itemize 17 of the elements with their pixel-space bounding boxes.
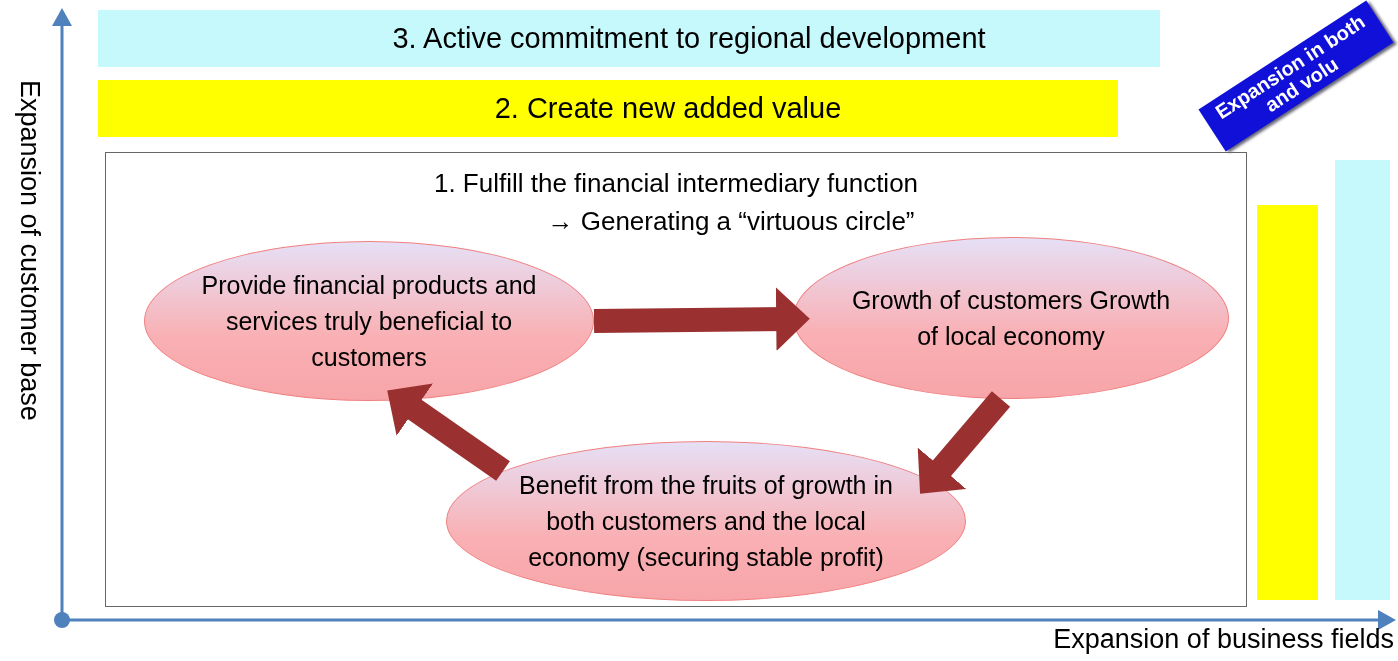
subtitle: → Generating a “virtuous circle” xyxy=(546,204,916,238)
block-arrow xyxy=(593,287,810,351)
axis-label: Expansion of business fields xyxy=(1053,624,1394,655)
node-text: Growth of customers Growth of local economy xyxy=(850,284,1172,352)
process-frame xyxy=(105,152,1247,607)
band xyxy=(98,10,1160,67)
band-bar xyxy=(1257,205,1318,600)
band xyxy=(98,80,1118,137)
band-title: 3. Active commitment to regional development xyxy=(392,22,986,55)
block-arrow xyxy=(917,391,1011,494)
band-title: 2. Create new added value xyxy=(494,92,842,125)
axis-label: Expansion of customer base xyxy=(14,80,45,421)
node-text: Benefit from the fruits of growth in both customers and the local economy (securing stable profit) xyxy=(518,469,894,574)
frame-title: 1. Fulfill the financial intermediary function xyxy=(432,167,920,200)
node-text: Provide financial products and services truly beneficial to customers xyxy=(200,269,538,374)
block-arrow xyxy=(387,383,510,481)
band-bar xyxy=(1335,160,1390,600)
